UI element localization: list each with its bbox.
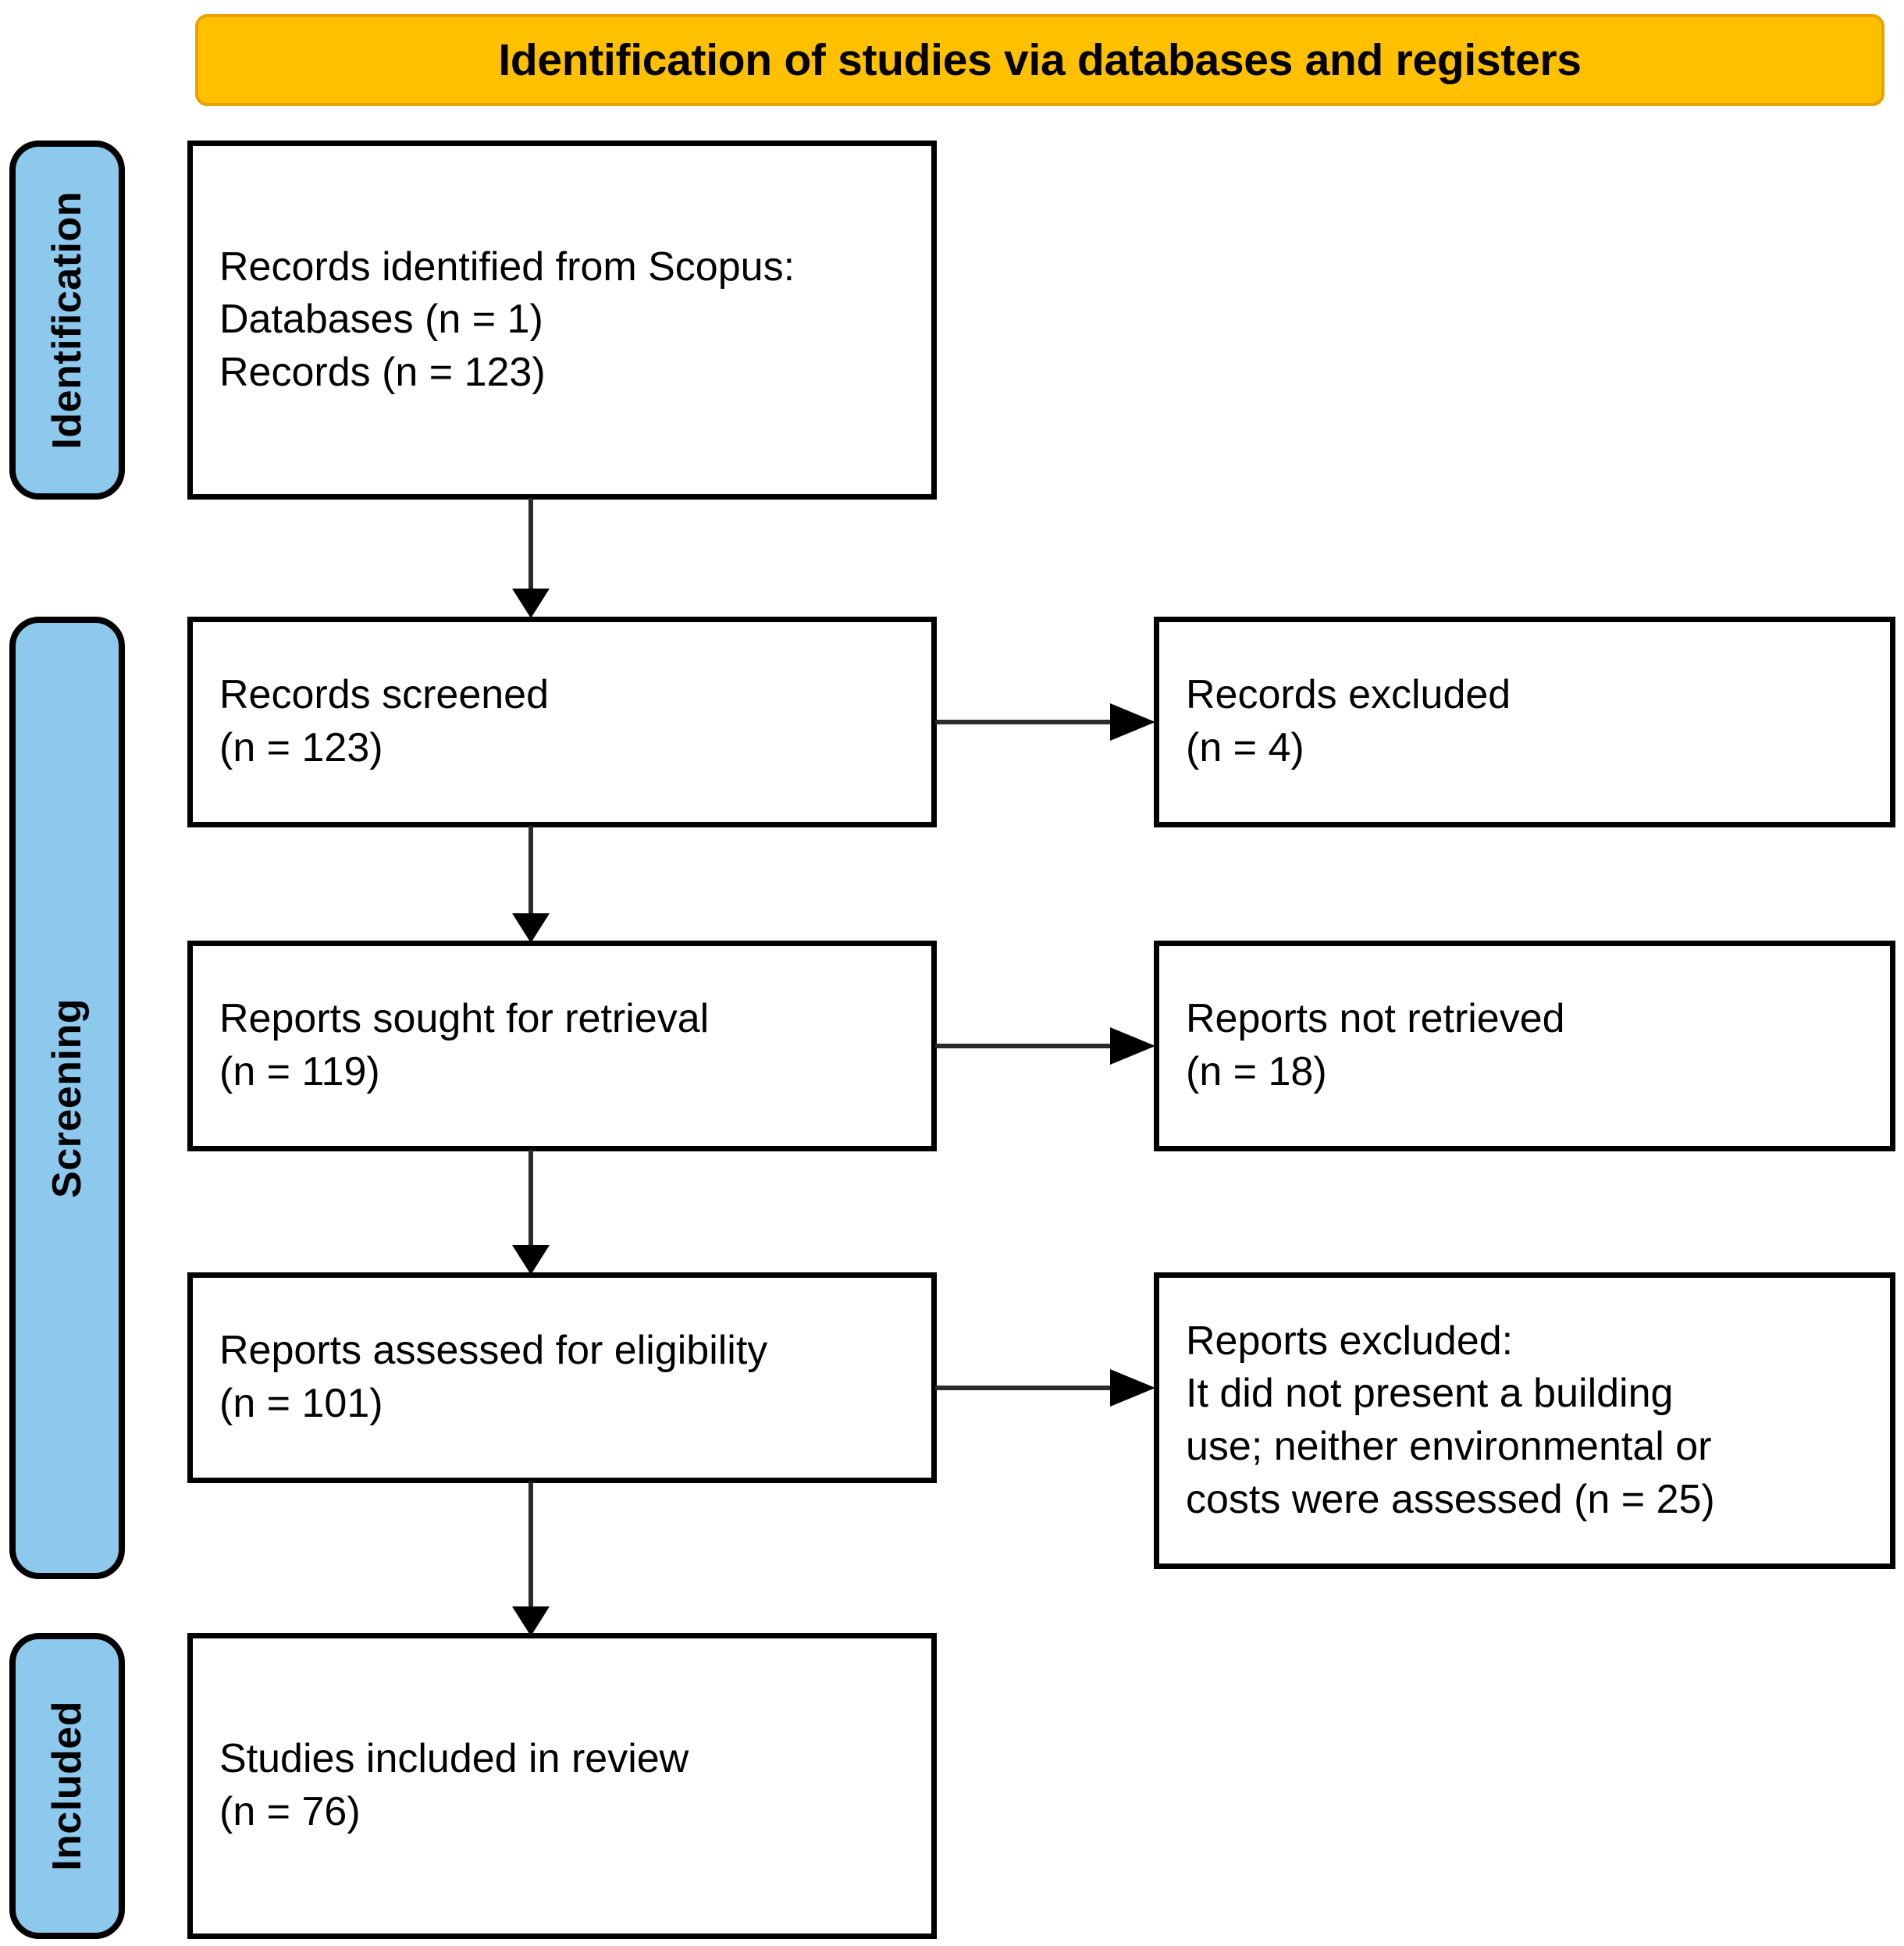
arrow-assessed-to-included (512, 1482, 550, 1636)
node-reports-excluded: Reports excluded: It did not present a b… (1154, 1272, 1895, 1569)
stage-label-screening-text: Screening (44, 998, 90, 1198)
node-records-identified-text: Records identified from Scopus: Database… (219, 244, 795, 395)
node-records-excluded: Records excluded (n = 4) (1154, 617, 1895, 827)
node-reports-sought-text: Reports sought for retrieval (n = 119) (219, 996, 710, 1094)
node-reports-excluded-text: Reports excluded: It did not present a b… (1186, 1318, 1715, 1522)
node-reports-assessed-text: Reports assessed for eligibility (n = 10… (219, 1328, 768, 1426)
node-studies-included: Studies included in review (n = 76) (187, 1633, 937, 1939)
node-reports-not-retrieved: Reports not retrieved (n = 18) (1154, 941, 1895, 1151)
node-reports-sought: Reports sought for retrieval (n = 119) (187, 941, 937, 1151)
node-reports-assessed: Reports assessed for eligibility (n = 10… (187, 1272, 937, 1483)
node-records-screened: Records screened (n = 123) (187, 617, 937, 827)
stage-label-identification-text: Identification (44, 190, 90, 450)
arrow-sought-to-assessed (512, 1150, 550, 1275)
node-studies-included-text: Studies included in review (n = 76) (219, 1736, 689, 1834)
arrow-assessed-to-reports-excluded (935, 1369, 1155, 1407)
diagram-header-banner: Identification of studies via databases … (195, 14, 1884, 106)
diagram-title: Identification of studies via databases … (498, 35, 1582, 85)
node-records-identified: Records identified from Scopus: Database… (187, 141, 937, 500)
node-reports-not-retrieved-text: Reports not retrieved (n = 18) (1186, 996, 1565, 1094)
stage-label-screening: Screening (9, 617, 125, 1579)
node-records-excluded-text: Records excluded (n = 4) (1186, 672, 1511, 770)
node-records-screened-text: Records screened (n = 123) (219, 672, 549, 770)
stage-label-included-text: Included (44, 1701, 90, 1871)
arrow-identified-to-screened (512, 498, 550, 618)
stage-label-included: Included (9, 1633, 125, 1939)
stage-label-identification: Identification (9, 141, 125, 500)
arrow-screened-to-records-excluded (935, 703, 1155, 741)
arrow-screened-to-sought (512, 826, 550, 943)
arrow-sought-to-not-retrieved (935, 1027, 1155, 1065)
